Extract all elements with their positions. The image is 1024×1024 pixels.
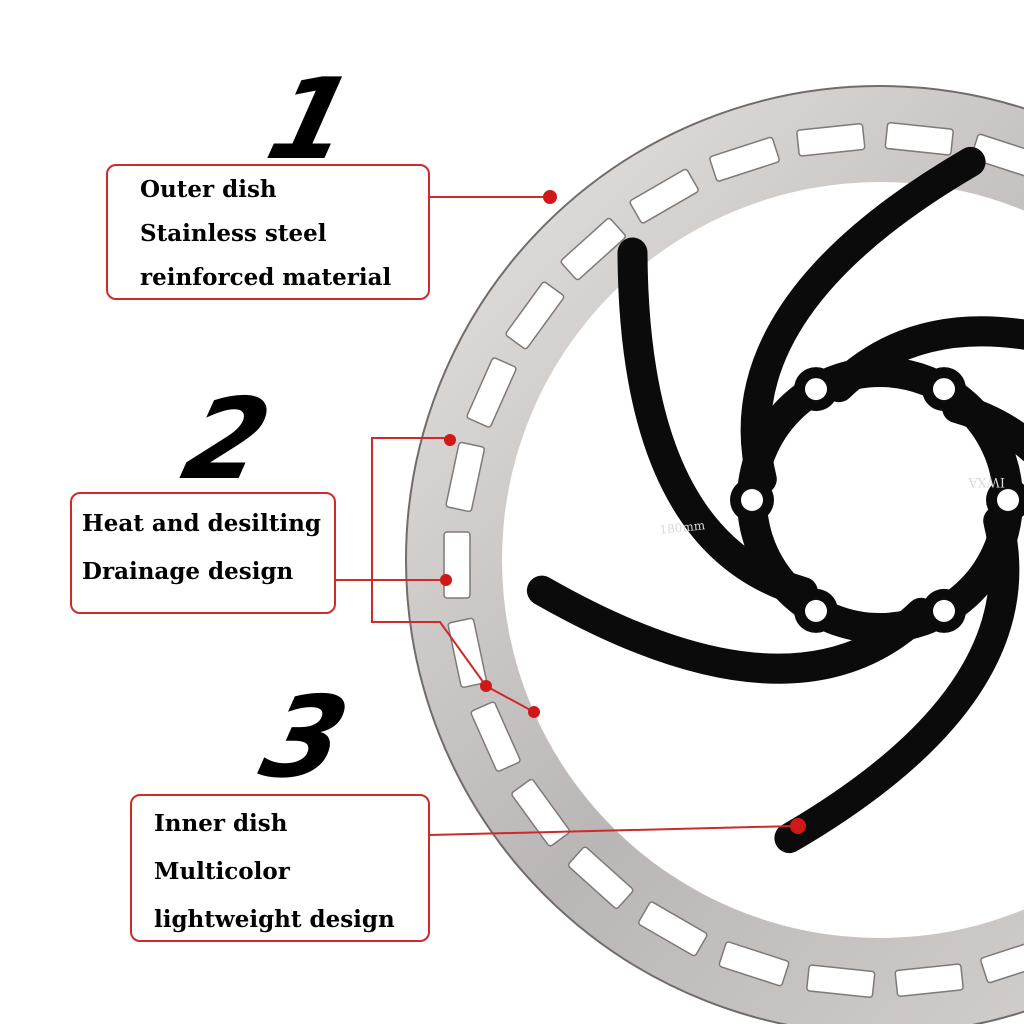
leader-line-3 [429, 825, 797, 836]
drainage-slot [884, 121, 954, 156]
marker-dot-inner-dish [790, 818, 806, 834]
marker-dot-drain-1 [444, 434, 456, 446]
callout-box-inner-dish: Inner dish Multicolor lightweight design [130, 794, 430, 942]
drainage-slot [970, 133, 1024, 179]
rotor-size-label: 180mm [659, 518, 706, 537]
drainage-slot [718, 941, 790, 987]
spider-arm [774, 505, 1020, 854]
callout-1-line-1: Outer dish [140, 176, 277, 203]
leader-line-2c [371, 580, 487, 687]
callout-box-outer-dish: Outer dish Stainless steel reinforced ma… [106, 164, 430, 300]
bolt-hole [933, 599, 955, 622]
bolt-hole [741, 489, 763, 511]
drainage-slot [709, 136, 780, 182]
leader-lines [335, 196, 797, 836]
leader-line-2 [335, 437, 448, 581]
spider-arm [824, 316, 1024, 403]
drainage-slot [466, 357, 517, 428]
leader-line-2d [485, 685, 535, 713]
bolt-hole [805, 599, 827, 622]
callout-2-line-1: Heat and desilting [82, 510, 321, 537]
drainage-slot [629, 168, 699, 224]
rotor-brand-label: IWXA [968, 474, 1005, 489]
spider-arm [942, 393, 1024, 462]
drainage-slot [567, 846, 634, 909]
drainage-slot [894, 963, 964, 997]
marker-dot-outer-dish [543, 190, 557, 204]
drainage-slot [560, 217, 626, 281]
spider-arm [617, 237, 818, 607]
callout-1-line-2: Stainless steel [140, 220, 327, 247]
drainage-slot [443, 531, 471, 599]
drainage-slot [445, 441, 485, 513]
bolt-hole [805, 378, 827, 401]
drainage-slot [796, 123, 866, 157]
drainage-slot [447, 617, 488, 689]
spider-arm [526, 575, 936, 684]
callout-3-line-1: Inner dish [154, 810, 288, 837]
drainage-slots [443, 121, 1024, 999]
spider-arm [740, 146, 986, 495]
marker-dots [440, 190, 806, 834]
marker-dot-drain-2 [440, 574, 452, 586]
callout-2-line-2: Drainage design [82, 558, 294, 585]
bolt-hole [997, 489, 1019, 511]
drainage-slot [470, 701, 521, 772]
callout-box-drainage: Heat and desilting Drainage design [70, 492, 336, 614]
callout-3-line-2: Multicolor [154, 858, 290, 885]
spider-arms [526, 146, 1024, 854]
drainage-slot [511, 778, 571, 847]
drainage-slot [638, 901, 708, 957]
marker-dot-drain-4 [528, 706, 540, 718]
inner-dish-spider: 180mm IWXA [526, 146, 1024, 854]
drainage-slot [806, 964, 876, 999]
bolt-holes [730, 367, 1024, 633]
callout-3-line-3: lightweight design [154, 906, 395, 933]
marker-dot-drain-3 [480, 680, 492, 692]
bolt-hole [933, 378, 955, 401]
callout-1-line-3: reinforced material [140, 264, 392, 291]
drainage-slot [505, 281, 565, 350]
drainage-slot [980, 938, 1024, 984]
